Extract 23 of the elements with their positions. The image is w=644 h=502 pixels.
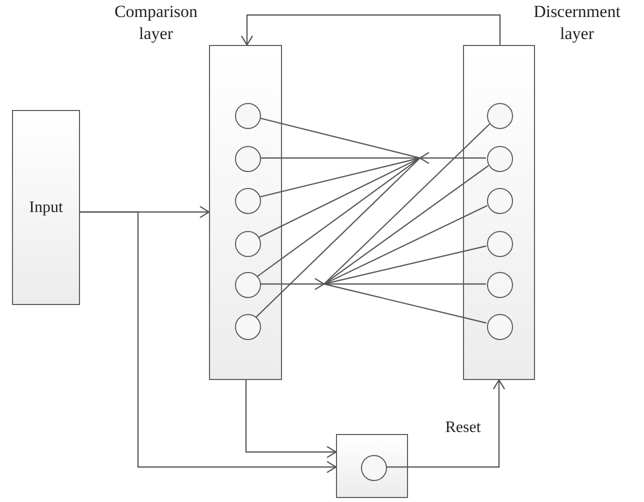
connector-line <box>324 245 486 285</box>
connector-line <box>259 157 420 198</box>
input-box <box>12 110 80 305</box>
layer-heading: Comparison layer <box>113 1 199 46</box>
arrow <box>386 379 506 468</box>
connector-line <box>324 124 490 284</box>
reset-box <box>336 434 408 498</box>
arrow <box>80 211 337 474</box>
arrow <box>260 278 325 290</box>
connector-line <box>260 157 420 159</box>
connector-line <box>324 283 487 324</box>
arrow <box>240 14 501 46</box>
connector-line <box>324 283 486 285</box>
connector-line <box>259 118 420 159</box>
connector-line <box>324 205 488 285</box>
connector-line <box>324 165 489 284</box>
connector-line <box>258 157 420 238</box>
arrow <box>245 380 337 458</box>
connector-line <box>256 158 420 318</box>
connector-line <box>257 158 420 277</box>
arrow <box>419 152 486 164</box>
layer-heading: Discernment layer <box>532 1 622 46</box>
node-label: Input <box>28 198 64 218</box>
